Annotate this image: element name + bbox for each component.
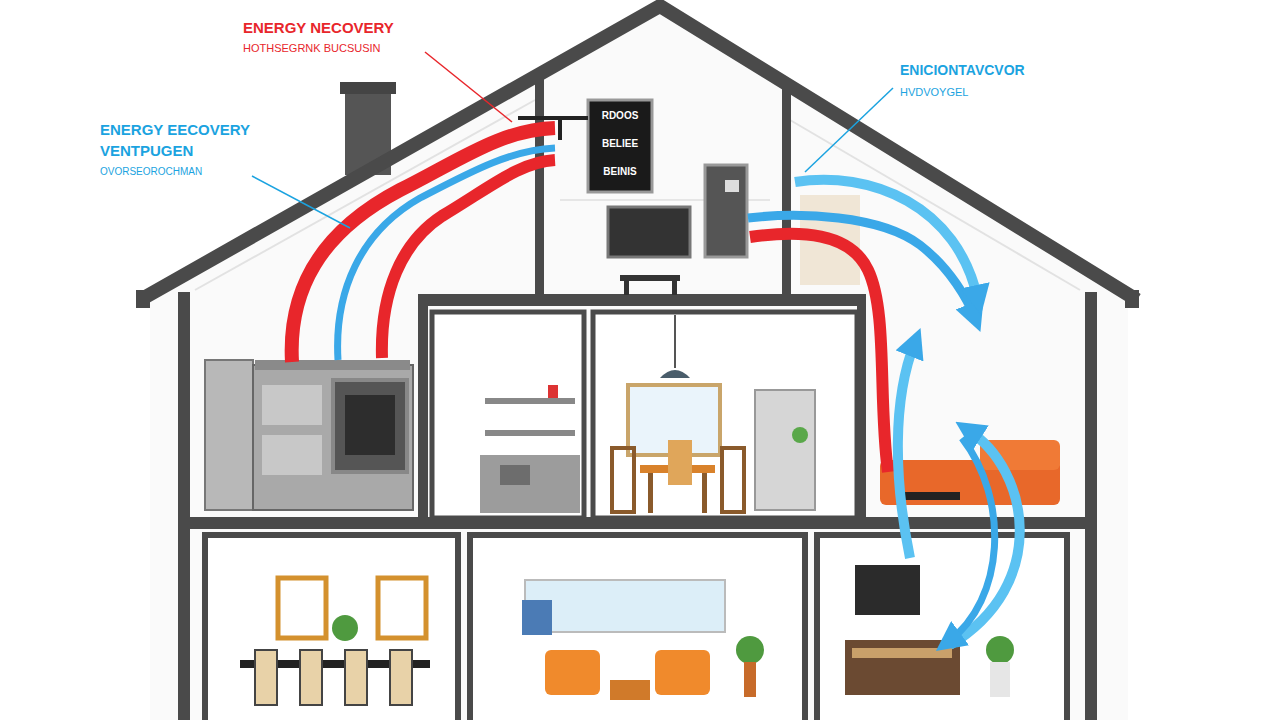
display-text: BEINIS <box>603 166 636 177</box>
callout-subtitle: HVDVOYGEL <box>900 86 968 98</box>
attic-partition <box>535 72 544 298</box>
stove <box>253 365 413 510</box>
room-outline <box>432 312 584 518</box>
interior-wall <box>857 300 866 522</box>
coffee-table <box>905 492 960 500</box>
leader-line <box>252 176 350 228</box>
table <box>620 275 680 281</box>
airflow-arrow <box>795 180 978 300</box>
picture-frame <box>278 578 326 638</box>
warm-air-duct <box>292 128 555 362</box>
chimney-cap <box>340 82 396 94</box>
counter <box>480 455 580 513</box>
table-leg <box>672 281 677 295</box>
table-leg <box>624 281 629 295</box>
chair <box>255 650 277 705</box>
floor-slab <box>418 294 866 306</box>
sink <box>500 465 530 485</box>
floor-slab <box>185 517 1090 529</box>
callout-subtitle: HOTHSEGRNK BUCSUSIN <box>243 42 381 54</box>
airflow-arrow <box>950 430 1020 645</box>
duct-connector <box>558 118 562 140</box>
tv-console <box>845 640 960 695</box>
airflow-arrow <box>948 438 995 642</box>
room-outline <box>205 535 458 720</box>
outer-wall <box>1085 292 1097 720</box>
airflow-arrow <box>898 342 915 558</box>
side-table <box>610 680 650 700</box>
callout-title: VENTPUGEN <box>100 143 193 160</box>
duct-connector <box>518 116 588 120</box>
plant <box>736 636 764 664</box>
jar <box>548 385 558 398</box>
outer-wall <box>178 292 190 720</box>
lamp-cord <box>674 315 676 368</box>
tv-screen <box>608 207 690 257</box>
warm-air-duct <box>750 234 888 472</box>
drawer <box>262 435 322 475</box>
unit-display <box>725 180 739 192</box>
display-text: BELIEE <box>602 138 638 149</box>
room-outline <box>470 535 805 720</box>
armchair <box>655 650 710 695</box>
chair <box>345 650 367 705</box>
interior-wall <box>418 300 428 522</box>
oven-door <box>333 380 407 472</box>
room-outline <box>593 312 857 518</box>
picture <box>522 600 552 635</box>
warm-air-duct <box>382 160 555 358</box>
table-leg <box>648 473 653 513</box>
console-shelf <box>852 648 952 658</box>
shelf <box>485 398 575 404</box>
leader-line <box>425 52 512 122</box>
chair <box>300 650 322 705</box>
plant <box>332 615 358 641</box>
plant-pot <box>744 662 756 697</box>
picture-frame <box>378 578 426 638</box>
plant-pot <box>990 662 1010 697</box>
fresh-air-duct <box>338 148 555 360</box>
chair <box>722 448 744 512</box>
roof <box>140 6 1137 300</box>
tv-screen <box>855 565 920 615</box>
plant <box>986 636 1014 664</box>
display-text: RDOOS <box>602 110 639 121</box>
room-outline <box>817 535 1067 720</box>
plant <box>792 427 808 443</box>
callout-title: ENERGY NECOVERY <box>243 20 394 37</box>
fridge <box>205 360 253 510</box>
table-leg <box>702 473 707 513</box>
chair <box>390 650 412 705</box>
roof-eave <box>1125 290 1139 308</box>
leader-line <box>805 88 893 172</box>
attic-partition <box>782 80 791 298</box>
roof-eave <box>136 290 150 308</box>
callout-title: ENERGY EECOVERY <box>100 122 250 139</box>
oven-window <box>345 395 395 455</box>
cooktop <box>255 360 410 370</box>
pendant-lamp <box>660 370 690 378</box>
control-unit <box>588 100 652 192</box>
callout-title: ENICIONTAVCVOR <box>900 63 1025 78</box>
shelf <box>485 430 575 436</box>
drawer <box>262 385 322 425</box>
armchair <box>545 650 600 695</box>
window <box>525 580 725 632</box>
ventilation-unit <box>705 165 747 257</box>
cabinet <box>755 390 815 510</box>
chair <box>668 440 692 485</box>
callout-subtitle: OVORSEOROCHMAN <box>100 166 202 177</box>
chair <box>612 448 634 512</box>
